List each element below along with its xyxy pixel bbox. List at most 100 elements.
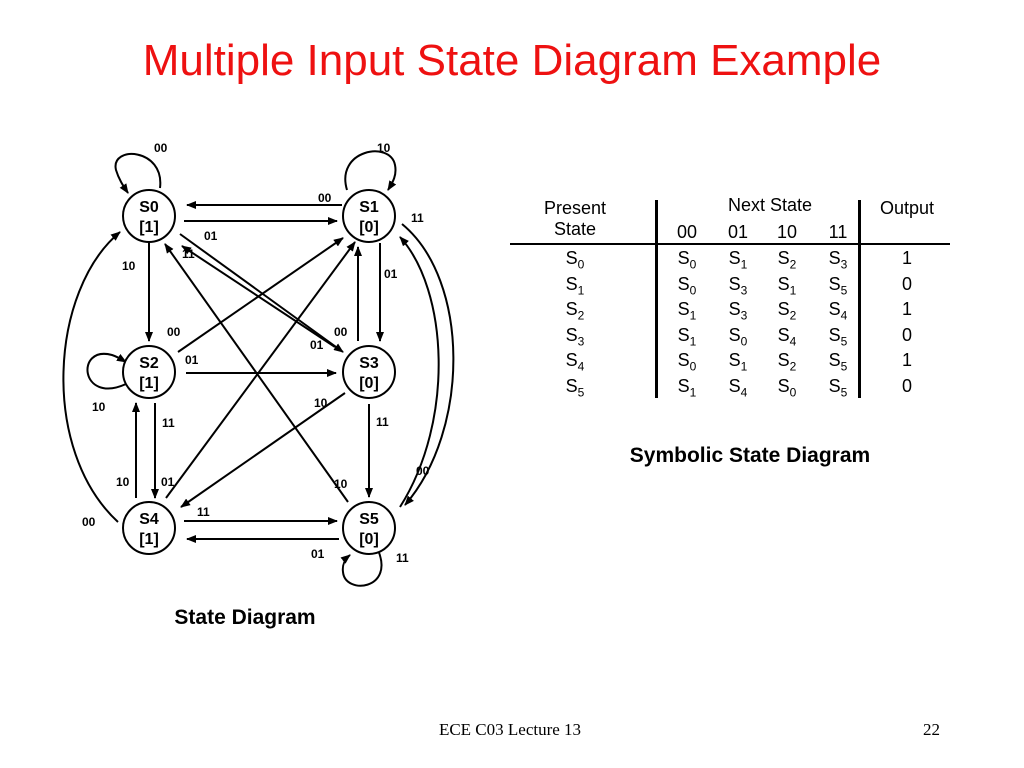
- input-col-01: 01: [727, 222, 749, 242]
- output-header: Output: [879, 198, 935, 218]
- state-name: S5: [359, 511, 379, 528]
- input-col-10: 10: [776, 222, 798, 242]
- edge-s4-s1: [165, 241, 356, 499]
- next-state-cell: S0: [677, 248, 697, 272]
- column-rule-left: [655, 200, 658, 398]
- label-s2-s1: 00: [167, 325, 181, 339]
- next-state-cell: S2: [777, 350, 797, 374]
- next-state-cell: S1: [677, 324, 697, 349]
- column-rule-right: [858, 200, 861, 398]
- next-state-cell: S3: [728, 273, 748, 298]
- footer-page-number: 22: [923, 720, 940, 739]
- next-state-cell: S0: [728, 324, 748, 349]
- next-state-cell: S1: [728, 350, 748, 374]
- present-state-cell: S3: [565, 324, 585, 349]
- state-node-s2: S2 [1]: [122, 345, 176, 399]
- state-node-s3: S3 [0]: [342, 345, 396, 399]
- next-state-cell: S3: [828, 248, 848, 272]
- state-output: [0]: [359, 531, 379, 548]
- next-state-cell: S4: [828, 299, 848, 323]
- output-cell: 0: [901, 324, 912, 345]
- input-col-11: 11: [828, 222, 848, 242]
- label-s4-s1: 01: [161, 475, 175, 489]
- label-s4-s0: 00: [82, 515, 96, 529]
- label-s3-s0: 01: [310, 338, 324, 352]
- next-state-cell: S5: [828, 375, 848, 400]
- label-s4-s5: 11: [197, 505, 210, 519]
- state-node-s4: S4 [1]: [122, 501, 176, 555]
- state-name: S2: [139, 355, 159, 372]
- state-name: S1: [359, 199, 379, 216]
- state-node-s0: S0 [1]: [122, 189, 176, 243]
- label-s3-s4: 10: [314, 396, 328, 410]
- label-s5-s1: 00: [416, 464, 430, 478]
- next-state-cell: S1: [777, 273, 797, 298]
- state-name: S0: [139, 199, 159, 216]
- slide-title: Multiple Input State Diagram Example: [142, 36, 882, 85]
- label-s2-loop: 10: [92, 400, 106, 414]
- present-state-cell: S4: [565, 350, 585, 374]
- edge-s2-s1: [177, 237, 344, 353]
- label-s3-s5: 11: [376, 415, 389, 429]
- label-s1-s3: 01: [384, 267, 398, 281]
- footer-lecture: ECE C03 Lecture 13: [438, 720, 582, 739]
- edge-s4-s0: [62, 231, 121, 523]
- edge-s5-s1: [399, 236, 440, 508]
- loop-s5: [340, 549, 383, 587]
- next-state-cell: S5: [828, 350, 848, 374]
- label-s1-loop: 10: [377, 141, 391, 155]
- next-state-header: Next State: [727, 195, 813, 215]
- present-state-cell: S5: [565, 375, 585, 400]
- label-s1-s0: 00: [318, 191, 332, 205]
- next-state-cell: S1: [728, 248, 748, 272]
- state-diagram-caption: State Diagram: [174, 606, 316, 629]
- label-s5-loop: 11: [396, 551, 409, 565]
- header-rule: [510, 243, 950, 245]
- state-name: S4: [139, 511, 159, 528]
- output-cell: 0: [901, 375, 912, 396]
- state-output: [1]: [139, 375, 159, 392]
- next-state-cell: S2: [777, 248, 797, 272]
- output-cell: 1: [901, 248, 912, 268]
- next-state-cell: S5: [828, 324, 848, 349]
- next-state-cell: S4: [777, 324, 797, 349]
- label-s0-s2: 10: [122, 259, 136, 273]
- label-s0-loop: 00: [154, 141, 168, 155]
- label-s0-s1: 01: [204, 229, 218, 243]
- present-state-header: Present State: [510, 198, 640, 240]
- state-name: S3: [359, 355, 379, 372]
- next-state-cell: S0: [777, 375, 797, 400]
- table-caption: Symbolic State Diagram: [629, 444, 871, 467]
- output-cell: 1: [901, 299, 912, 319]
- loop-s1: [344, 150, 397, 191]
- next-state-cell: S2: [777, 299, 797, 323]
- edge-s1-s5: [401, 223, 455, 506]
- loop-s0: [114, 152, 162, 194]
- label-s2-s4: 11: [162, 416, 175, 430]
- present-state-cell: S2: [565, 299, 585, 323]
- input-col-00: 00: [676, 222, 698, 242]
- state-output: [1]: [139, 531, 159, 548]
- state-output: [0]: [359, 219, 379, 236]
- label-s5-s0: 10: [334, 477, 348, 491]
- next-state-cell: S0: [677, 350, 697, 374]
- label-s4-s2: 10: [116, 475, 130, 489]
- state-node-s1: S1 [0]: [342, 189, 396, 243]
- edge-s0-s3: [179, 233, 344, 353]
- next-state-cell: S0: [677, 273, 697, 298]
- present-header-line2: State: [553, 219, 597, 239]
- label-s3-s1: 00: [334, 325, 348, 339]
- label-s0-s3: 11: [182, 247, 195, 261]
- next-state-cell: S1: [677, 375, 697, 400]
- state-table: Present State Next State Output 00 01 10…: [510, 192, 950, 404]
- next-state-cell: S1: [677, 299, 697, 323]
- state-diagram: 00 01 10 11 00 01 10 11 00 01 10 11 00 0…: [62, 141, 455, 587]
- label-s2-s3: 01: [185, 353, 199, 367]
- output-cell: 1: [901, 350, 912, 370]
- label-s1-s5: 11: [411, 211, 424, 225]
- state-node-s5: S5 [0]: [342, 501, 396, 555]
- state-output: [1]: [139, 219, 159, 236]
- edge-s3-s4: [180, 392, 346, 508]
- next-state-cell: S3: [728, 299, 748, 323]
- present-state-cell: S1: [565, 273, 585, 298]
